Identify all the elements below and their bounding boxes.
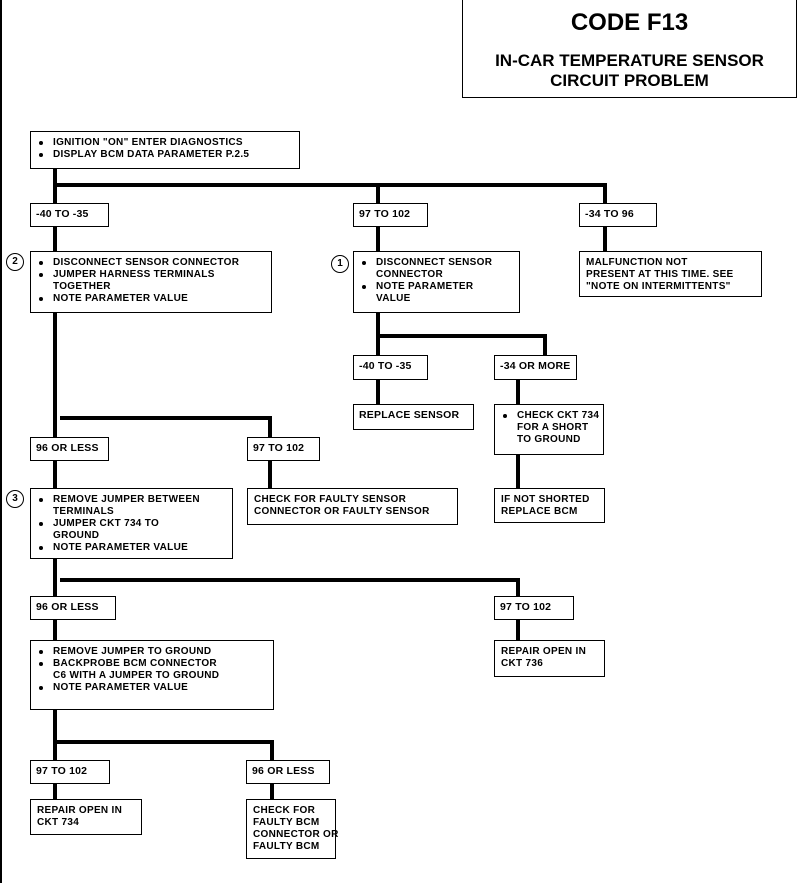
bullet-item: DISCONNECT SENSOR CONNECTOR — [37, 257, 265, 269]
step-number-3: 3 — [6, 490, 24, 508]
text-line: CONNECTOR OR — [253, 829, 339, 840]
bullet-item: NOTE PARAMETER VALUE — [37, 682, 267, 694]
bullet-line: GROUND — [53, 530, 100, 541]
connector — [60, 416, 272, 437]
bullet-line: IGNITION "ON" ENTER DIAGNOSTICS — [53, 137, 243, 148]
text-line: FAULTY BCM — [253, 817, 320, 828]
text-line: REPLACE BCM — [501, 506, 578, 517]
bullet-line: CHECK CKT 734 — [517, 410, 600, 421]
bullet-line: TERMINALS — [53, 506, 115, 517]
bullet-line: DISPLAY BCM DATA PARAMETER P.2.5 — [53, 149, 250, 160]
label-96-or-less-e: 96 OR LESS — [246, 760, 330, 784]
bullet-line: REMOVE JUMPER BETWEEN — [53, 494, 200, 505]
label-96-or-less-d: 96 OR LESS — [30, 596, 116, 620]
bullet-line: REMOVE JUMPER TO GROUND — [53, 646, 212, 657]
text-line: CONNECTOR OR FAULTY SENSOR — [254, 506, 430, 517]
subtitle-line: CIRCUIT PROBLEM — [550, 71, 709, 90]
label-97-to-102-c: 97 TO 102 — [247, 437, 320, 461]
title-block: CODE F13 IN-CAR TEMPERATURE SENSOR CIRCU… — [462, 0, 797, 98]
bullet-line: BACKPROBE BCM CONNECTOR — [53, 658, 217, 669]
bullet-item: REMOVE JUMPER TO GROUND — [37, 646, 267, 658]
bullet-line: CONNECTOR — [376, 269, 443, 280]
text-line: CHECK FOR FAULTY SENSOR — [254, 494, 407, 505]
bullet-line: DISCONNECT SENSOR — [376, 257, 493, 268]
text-line: CHECK FOR — [253, 805, 316, 816]
bullet-line: TO GROUND — [517, 434, 581, 445]
code-title: CODE F13 — [570, 9, 689, 36]
bullet-item: NOTE PARAMETER VALUE — [37, 542, 226, 554]
connector — [55, 740, 274, 760]
text-line: PRESENT AT THIS TIME. SEE — [586, 269, 734, 280]
connector — [55, 183, 607, 203]
label-minus40-minus35-b: -40 TO -35 — [353, 355, 428, 380]
replace-sensor-box: REPLACE SENSOR — [353, 404, 474, 430]
bullet-line: DISCONNECT SENSOR CONNECTOR — [53, 257, 240, 268]
bullet-line: NOTE PARAMETER VALUE — [53, 542, 189, 553]
text-line: "NOTE ON INTERMITTENTS" — [586, 281, 731, 292]
label-96-or-less: 96 OR LESS — [30, 437, 109, 461]
bullet-line: JUMPER CKT 734 TO — [53, 518, 160, 529]
label-97-to-102-d: 97 TO 102 — [494, 596, 574, 620]
bullet-line: VALUE — [376, 293, 411, 304]
label-97-to-102-e: 97 TO 102 — [30, 760, 110, 784]
subtitle-line: IN-CAR TEMPERATURE SENSOR — [495, 51, 764, 70]
bullet-item: IGNITION "ON" ENTER DIAGNOSTICS — [37, 137, 293, 149]
text-line: CKT 734 — [37, 817, 80, 828]
bullet-line: NOTE PARAMETER — [376, 281, 474, 292]
bullet-line: FOR A SHORT — [517, 422, 589, 433]
bullet-line: NOTE PARAMETER VALUE — [53, 293, 189, 304]
label-97-to-102: 97 TO 102 — [353, 203, 428, 227]
page-edge-rule — [0, 0, 2, 883]
text-line: IF NOT SHORTED — [501, 494, 590, 505]
bullet-line: NOTE PARAMETER VALUE — [53, 682, 189, 693]
bullet-line: TOGETHER — [53, 281, 111, 292]
bullet-item: NOTE PARAMETER VALUE — [37, 293, 265, 305]
bullet-line: JUMPER HARNESS TERMINALS — [53, 269, 215, 280]
connector — [60, 578, 520, 596]
code-subtitle: IN-CAR TEMPERATURE SENSOR CIRCUIT PROBLE… — [463, 51, 796, 91]
text-line: REPAIR OPEN IN — [37, 805, 123, 816]
connector — [378, 334, 547, 355]
step-number-2: 2 — [6, 253, 24, 271]
bullet-item: DISPLAY BCM DATA PARAMETER P.2.5 — [37, 149, 293, 161]
text-line: MALFUNCTION NOT — [586, 257, 688, 268]
step-number-1: 1 — [331, 255, 349, 273]
label-minus40-minus35: -40 TO -35 — [30, 203, 109, 227]
text-line: CKT 736 — [501, 658, 544, 669]
bullet-line: C6 WITH A JUMPER TO GROUND — [53, 670, 220, 681]
label-minus34-to-96: -34 TO 96 — [579, 203, 657, 227]
text-line: FAULTY BCM — [253, 841, 320, 852]
label-minus34-or-more: -34 OR MORE — [494, 355, 577, 380]
text-line: REPAIR OPEN IN — [501, 646, 587, 657]
